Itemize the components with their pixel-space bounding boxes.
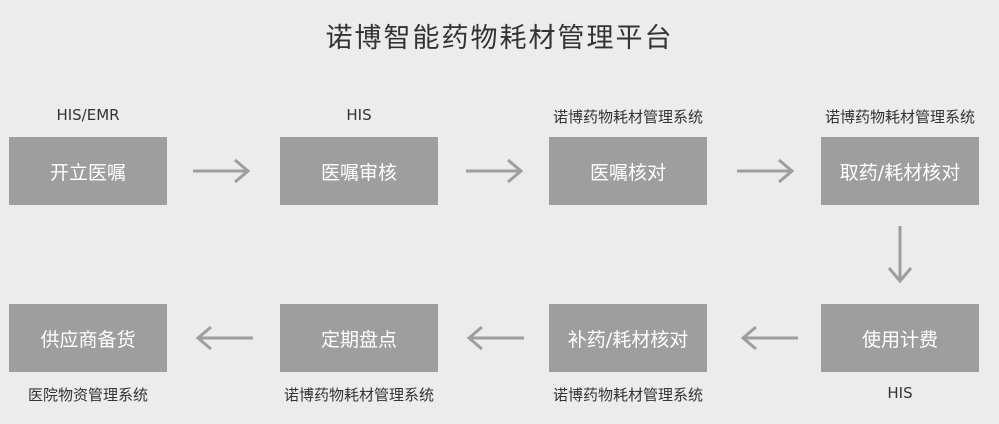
flow-node-open-order: 开立医嘱 [9,137,167,205]
flow-node-restock-check: 补药/耗材核对 [549,304,707,372]
flow-node-usage-billing: 使用计费 [821,304,979,372]
arrow-left-icon [740,325,798,351]
flow-node-pick-check: 取药/耗材核对 [821,137,979,205]
flow-node-order-check: 医嘱核对 [549,137,707,205]
node-system-label: HIS/EMR [56,106,120,124]
node-system-label: 诺博药物耗材管理系统 [283,386,434,404]
flow-node-stocktake: 定期盘点 [280,304,438,372]
node-system-label: 医院物资管理系统 [27,386,148,404]
arrow-right-icon [466,158,524,184]
arrow-left-icon [195,325,253,351]
node-system-label: HIS [887,384,913,402]
flow-node-order-review: 医嘱审核 [280,137,438,205]
arrow-left-icon [466,325,524,351]
node-system-label: HIS [346,106,372,124]
page-title: 诺博智能药物耗材管理平台 [325,23,674,54]
arrow-down-icon [887,226,913,284]
flow-node-supplier-stock: 供应商备货 [9,304,167,372]
arrow-right-icon [737,158,795,184]
node-system-label: 诺博药物耗材管理系统 [552,108,703,126]
arrow-right-icon [193,158,251,184]
node-system-label: 诺博药物耗材管理系统 [552,386,703,404]
node-system-label: 诺博药物耗材管理系统 [824,108,975,126]
